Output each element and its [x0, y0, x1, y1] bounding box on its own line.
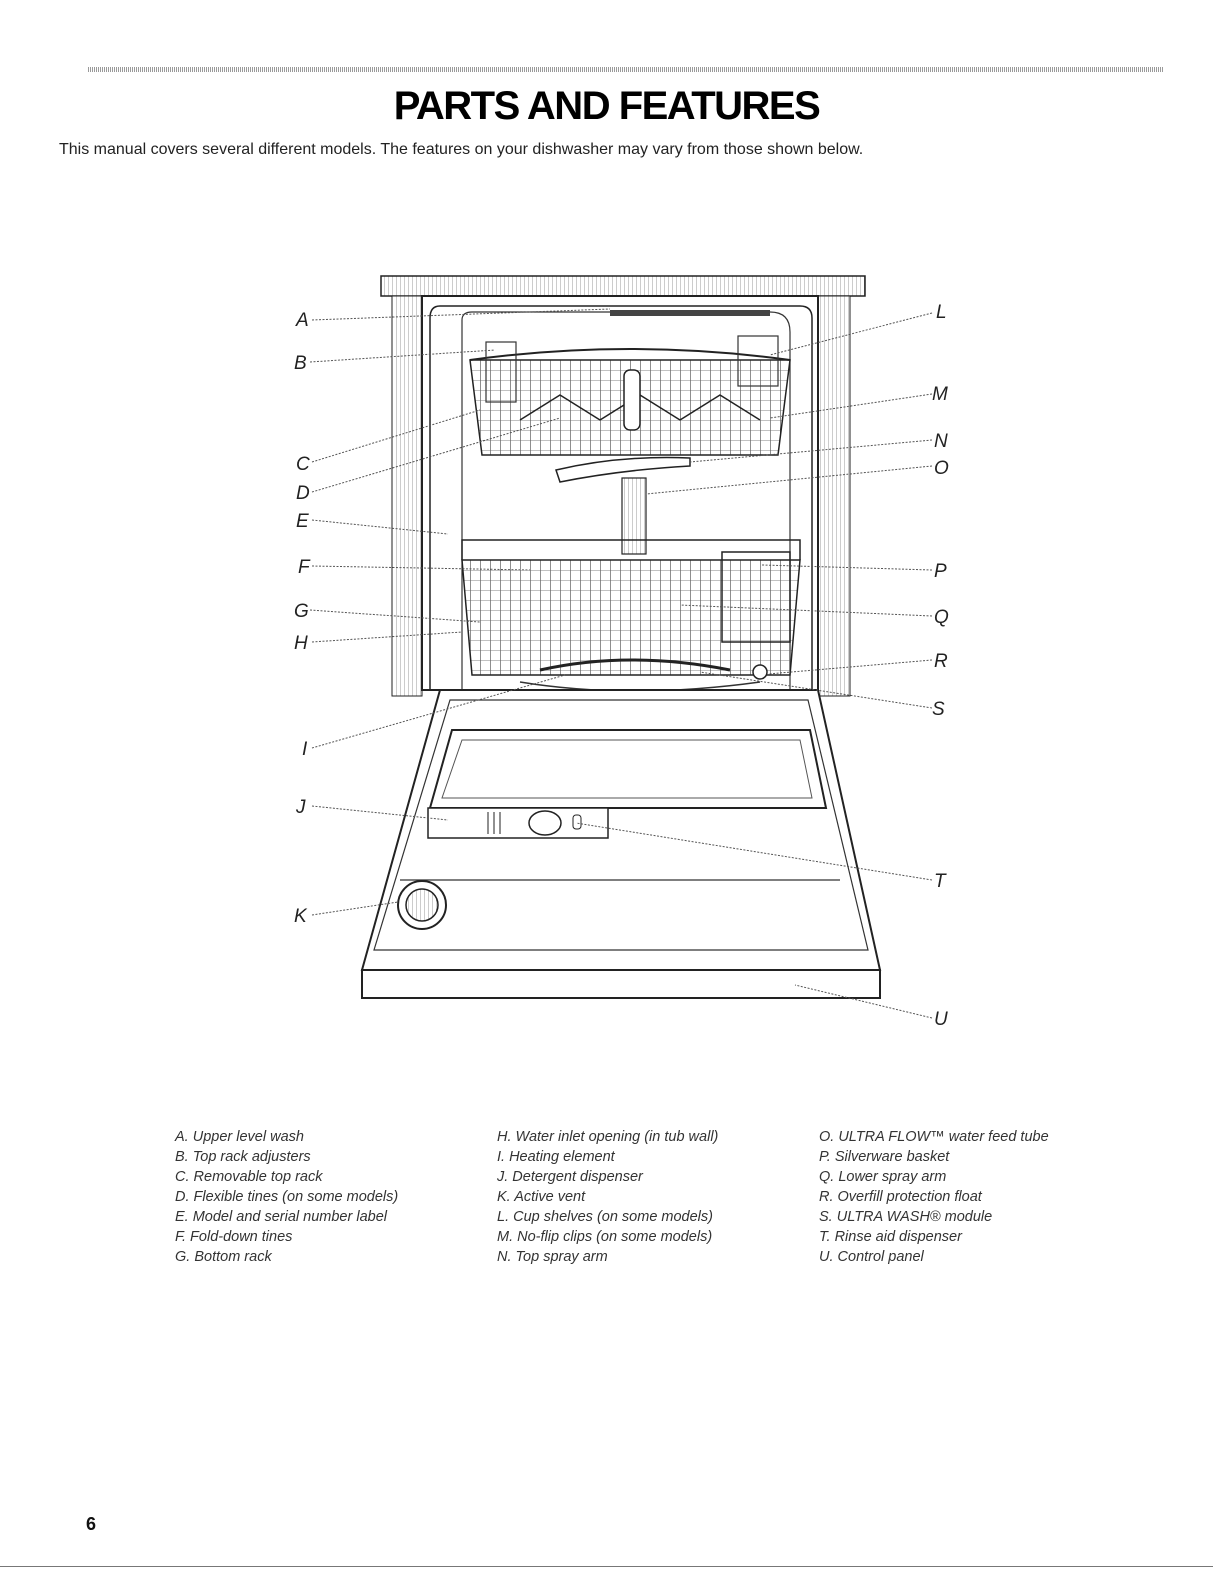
top-rule: [88, 67, 1163, 72]
callout-c: C: [296, 454, 310, 475]
callout-u: U: [934, 1009, 948, 1030]
callout-k: K: [294, 906, 308, 927]
legend-item: O. ULTRA FLOW™ water feed tube: [819, 1129, 1049, 1145]
callout-f: F: [298, 557, 311, 578]
callout-q: Q: [934, 607, 949, 628]
callout-s: S: [932, 699, 945, 720]
bottom-rule: [0, 1566, 1213, 1567]
bottom-rack: [461, 539, 801, 676]
legend-item: C. Removable top rack: [175, 1169, 323, 1185]
legend-item: Q. Lower spray arm: [819, 1169, 947, 1185]
legend-item: U. Control panel: [819, 1249, 924, 1265]
legend-item: G. Bottom rack: [175, 1249, 272, 1265]
callout-r: R: [934, 651, 948, 672]
legend-item: S. ULTRA WASH® module: [819, 1209, 993, 1225]
leader-lines: [309, 308, 933, 1019]
callout-n: N: [934, 431, 948, 452]
callout-i: I: [302, 739, 308, 760]
upper-level-wash: [610, 310, 770, 316]
legend-item: P. Silverware basket: [819, 1149, 950, 1165]
callout-t: T: [934, 871, 947, 892]
callout-l: L: [936, 302, 947, 323]
callout-a: A: [295, 310, 309, 331]
callout-letters: A B C D E F G H I J K L M N O P Q R S T …: [294, 302, 949, 1030]
lower-spray-arm: [539, 658, 731, 672]
legend-item: B. Top rack adjusters: [175, 1149, 311, 1165]
page-number: 6: [86, 1514, 97, 1534]
legend-column-3: O. ULTRA FLOW™ water feed tube P. Silver…: [819, 1127, 1049, 1267]
legend-item: I. Heating element: [497, 1149, 615, 1165]
page-title: PARTS AND FEATURES: [393, 84, 821, 128]
control-panel: [361, 969, 881, 999]
legend-item: T. Rinse aid dispenser: [819, 1229, 962, 1245]
legend-item: A. Upper level wash: [175, 1129, 304, 1145]
callout-b: B: [294, 353, 307, 374]
top-rack: [469, 335, 791, 456]
water-feed-tube: [621, 477, 647, 555]
callout-j: J: [295, 797, 306, 818]
overfill-float: [752, 664, 768, 680]
legend-column-1: A. Upper level wash B. Top rack adjuster…: [175, 1127, 398, 1267]
legend-item: N. Top spray arm: [497, 1249, 608, 1265]
callout-d: D: [296, 483, 310, 504]
legend-item: D. Flexible tines (on some models): [175, 1189, 399, 1205]
callout-h: H: [294, 633, 308, 654]
legend-item: K. Active vent: [497, 1189, 586, 1205]
legend-item: F. Fold-down tines: [175, 1229, 293, 1245]
legend-item: E. Model and serial number label: [175, 1209, 387, 1225]
dishwasher-door: [360, 689, 882, 971]
legend-column-2: H. Water inlet opening (in tub wall) I. …: [497, 1127, 718, 1267]
top-spray-arm: [555, 456, 691, 483]
callout-p: P: [934, 561, 947, 582]
intro-text: This manual covers several different mod…: [59, 141, 864, 158]
callout-e: E: [296, 511, 309, 532]
callout-g: G: [294, 601, 309, 622]
callout-m: M: [932, 384, 948, 405]
legend-item: L. Cup shelves (on some models): [497, 1209, 713, 1225]
legend-item: R. Overfill protection float: [819, 1189, 982, 1205]
legend-item: M. No-flip clips (on some models): [497, 1229, 713, 1245]
legend-item: H. Water inlet opening (in tub wall): [497, 1129, 719, 1145]
callout-o: O: [934, 458, 949, 479]
legend-item: J. Detergent dispenser: [497, 1169, 643, 1185]
